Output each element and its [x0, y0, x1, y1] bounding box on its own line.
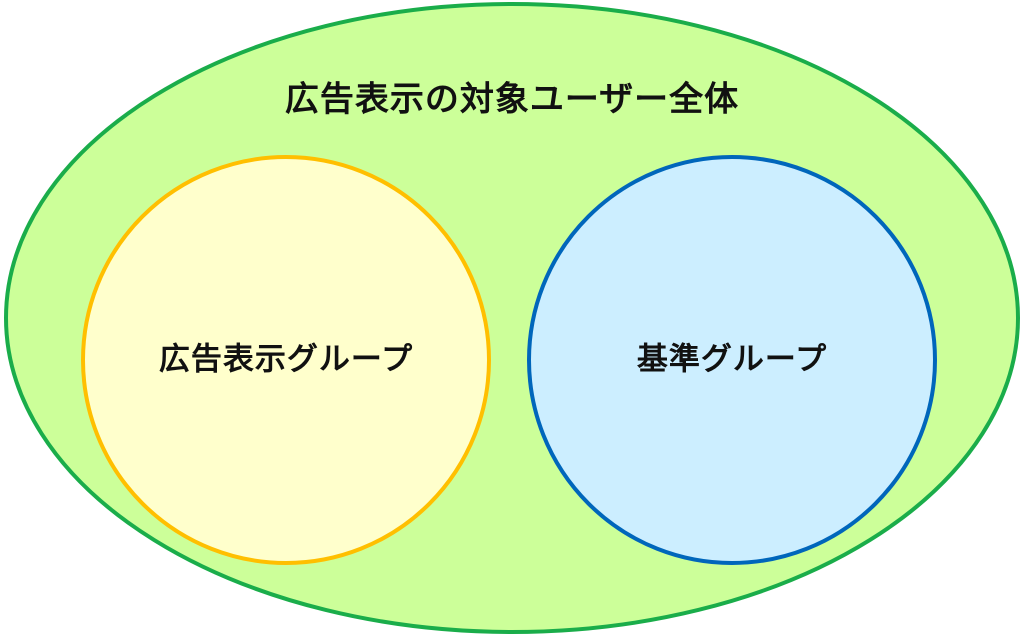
- right-group-circle: [527, 155, 937, 565]
- left-group-circle: [81, 155, 491, 565]
- baseline-group-label: 基準グループ: [636, 341, 828, 378]
- ad-display-group-label: 広告表示グループ: [158, 341, 414, 378]
- outer-group-label: 広告表示の対象ユーザー全体: [284, 79, 740, 120]
